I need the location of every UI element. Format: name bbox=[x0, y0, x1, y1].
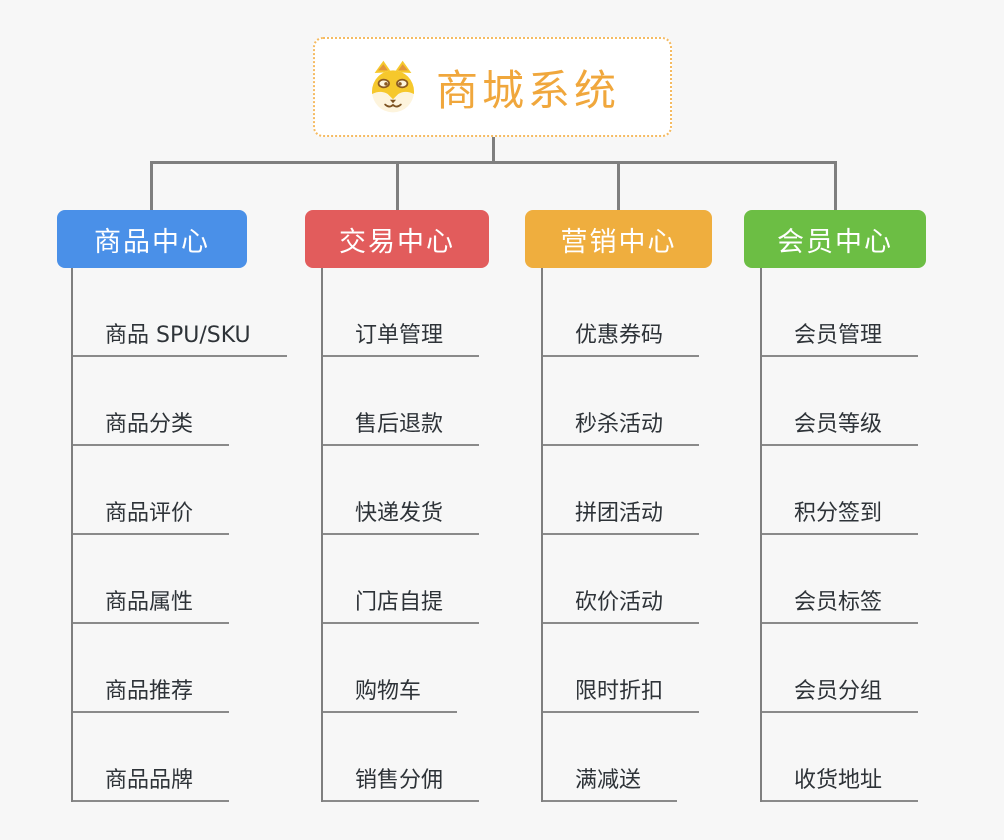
subtopic-node[interactable]: 会员标签 bbox=[762, 590, 919, 624]
branch-children-member: 会员管理 会员等级 积分签到 会员标签 会员分组 收货地址 bbox=[760, 268, 1004, 802]
branch-label: 交易中心 bbox=[339, 226, 455, 258]
subtopic-node[interactable]: 积分签到 bbox=[762, 501, 919, 535]
connector-horizontal bbox=[150, 161, 837, 164]
subtopic-node[interactable]: 门店自提 bbox=[323, 590, 480, 624]
branch-children-marketing: 优惠券码 秒杀活动 拼团活动 砍价活动 限时折扣 满减送 bbox=[541, 268, 793, 802]
branch-children-product: 商品 SPU/SKU 商品分类 商品评价 商品属性 商品推荐 商品品牌 bbox=[71, 268, 323, 802]
connector-drop bbox=[834, 161, 837, 210]
subtopic-node[interactable]: 优惠券码 bbox=[543, 323, 700, 357]
shiba-dog-icon bbox=[371, 60, 414, 113]
subtopic-node[interactable]: 销售分佣 bbox=[323, 768, 480, 802]
subtopic-node[interactable]: 会员等级 bbox=[762, 412, 919, 446]
subtopic-node[interactable]: 收货地址 bbox=[762, 768, 919, 802]
subtopic-node[interactable]: 满减送 bbox=[543, 768, 678, 802]
subtopic-node[interactable]: 砍价活动 bbox=[543, 590, 700, 624]
branch-trade-center[interactable]: 交易中心 bbox=[305, 210, 489, 268]
subtopic-node[interactable]: 商品评价 bbox=[73, 501, 230, 535]
connector-drop bbox=[150, 161, 153, 210]
branch-label: 营销中心 bbox=[560, 226, 677, 258]
subtopic-node[interactable]: 会员管理 bbox=[762, 323, 919, 357]
branch-member-center[interactable]: 会员中心 bbox=[744, 210, 926, 268]
subtopic-node[interactable]: 秒杀活动 bbox=[543, 412, 700, 446]
subtopic-node[interactable]: 商品 SPU/SKU bbox=[73, 323, 287, 357]
subtopic-node[interactable]: 售后退款 bbox=[323, 412, 480, 446]
root-node[interactable]: 商城系统 bbox=[313, 37, 672, 137]
connector-root-stub bbox=[492, 137, 495, 163]
subtopic-node[interactable]: 商品属性 bbox=[73, 590, 230, 624]
root-title: 商城系统 bbox=[435, 65, 620, 115]
connector-drop bbox=[396, 161, 399, 210]
subtopic-node[interactable]: 会员分组 bbox=[762, 679, 919, 713]
branch-marketing-center[interactable]: 营销中心 bbox=[525, 210, 712, 268]
subtopic-node[interactable]: 商品品牌 bbox=[73, 768, 230, 802]
branch-children-trade: 订单管理 售后退款 快递发货 门店自提 购物车 销售分佣 bbox=[321, 268, 573, 802]
connector-drop bbox=[617, 161, 620, 210]
subtopic-node[interactable]: 订单管理 bbox=[323, 323, 480, 357]
subtopic-node[interactable]: 商品分类 bbox=[73, 412, 230, 446]
subtopic-node[interactable]: 购物车 bbox=[323, 679, 458, 713]
branch-product-center[interactable]: 商品中心 bbox=[57, 210, 247, 268]
subtopic-node[interactable]: 商品推荐 bbox=[73, 679, 230, 713]
subtopic-node[interactable]: 快递发货 bbox=[323, 501, 480, 535]
branch-label: 会员中心 bbox=[777, 226, 893, 258]
subtopic-node[interactable]: 拼团活动 bbox=[543, 501, 700, 535]
branch-label: 商品中心 bbox=[94, 226, 210, 258]
subtopic-node[interactable]: 限时折扣 bbox=[543, 679, 700, 713]
